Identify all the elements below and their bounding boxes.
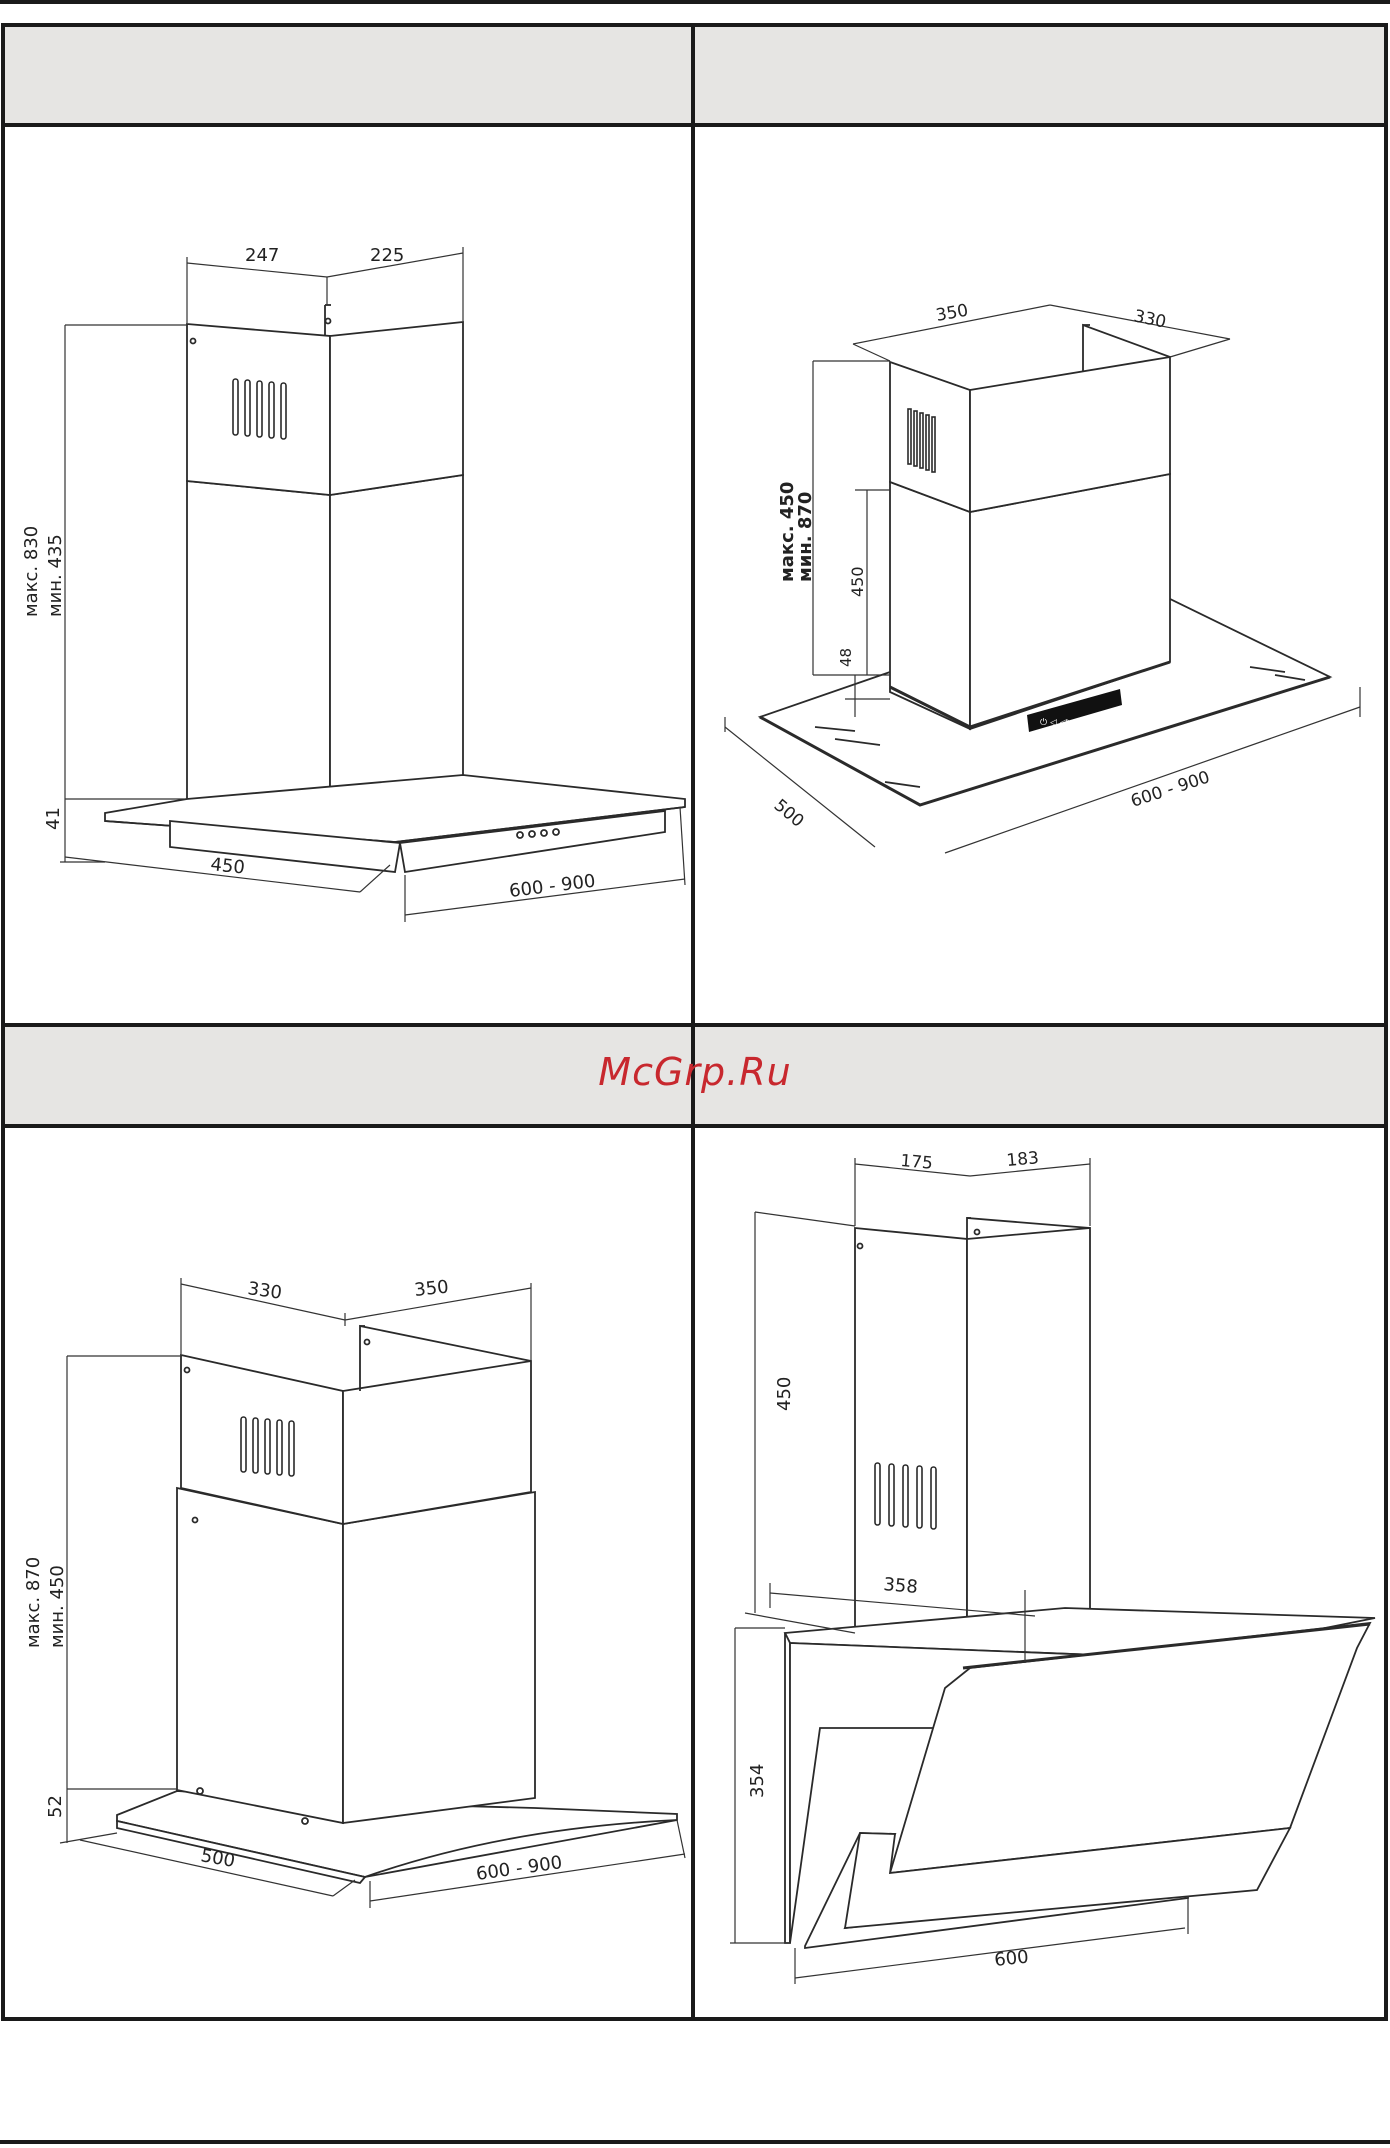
dim-top-right: 350 bbox=[413, 1276, 449, 1300]
dim-base-height: 41 bbox=[43, 807, 64, 830]
dim-depth: 450 bbox=[209, 854, 245, 878]
hood-diagram-4: 175 183 450 358 354 600 bbox=[695, 1128, 1384, 2021]
hood-diagram-2: ⏻ ◁ ◁▷ ▾ 350 330 макс. 450 мин. 870 450 … bbox=[695, 127, 1384, 1023]
dim-depth: 500 bbox=[770, 796, 808, 832]
top-rule bbox=[0, 0, 1390, 4]
dim-top-left: 175 bbox=[900, 1151, 934, 1174]
dim-top-right: 330 bbox=[1132, 306, 1168, 332]
dim-width: 600 - 900 bbox=[508, 871, 597, 902]
dim-height-min: мин. 870 bbox=[795, 492, 816, 582]
dim-depth: 358 bbox=[883, 1574, 919, 1598]
dim-base-height: 52 bbox=[45, 1795, 66, 1818]
dim-height-min: мин. 450 bbox=[47, 1565, 68, 1648]
dim-top-left: 247 bbox=[245, 245, 279, 266]
grid-divider-2 bbox=[1, 1023, 1388, 1027]
dim-base-height: 48 bbox=[837, 648, 855, 667]
dim-width: 600 bbox=[993, 1946, 1029, 1970]
bottom-rule bbox=[0, 2140, 1390, 2144]
dim-height-max: макс. 830 bbox=[21, 526, 42, 617]
dim-width: 600 - 900 bbox=[475, 1852, 564, 1885]
hood-diagram-3: 330 350 макс. 870 мин. 450 52 500 600 - … bbox=[5, 1128, 691, 2021]
dim-height-min: мин. 435 bbox=[45, 534, 66, 617]
dim-body-height: 354 bbox=[747, 1764, 768, 1798]
dim-inner-height: 450 bbox=[848, 566, 867, 597]
hood-diagram-1: 247 225 макс. 830 мин. 435 41 450 600 - … bbox=[5, 127, 691, 1023]
svg-text:⏻ ◁ ◁▷ ▾: ⏻ ◁ ◁▷ ▾ bbox=[1040, 717, 1081, 728]
dim-top-right: 183 bbox=[1006, 1148, 1040, 1171]
dim-top-right: 225 bbox=[370, 245, 404, 266]
dim-chimney-height: 450 bbox=[774, 1377, 795, 1411]
watermark: McGrp.Ru bbox=[0, 1050, 1390, 1094]
dim-height-max: макс. 870 bbox=[23, 1557, 44, 1648]
